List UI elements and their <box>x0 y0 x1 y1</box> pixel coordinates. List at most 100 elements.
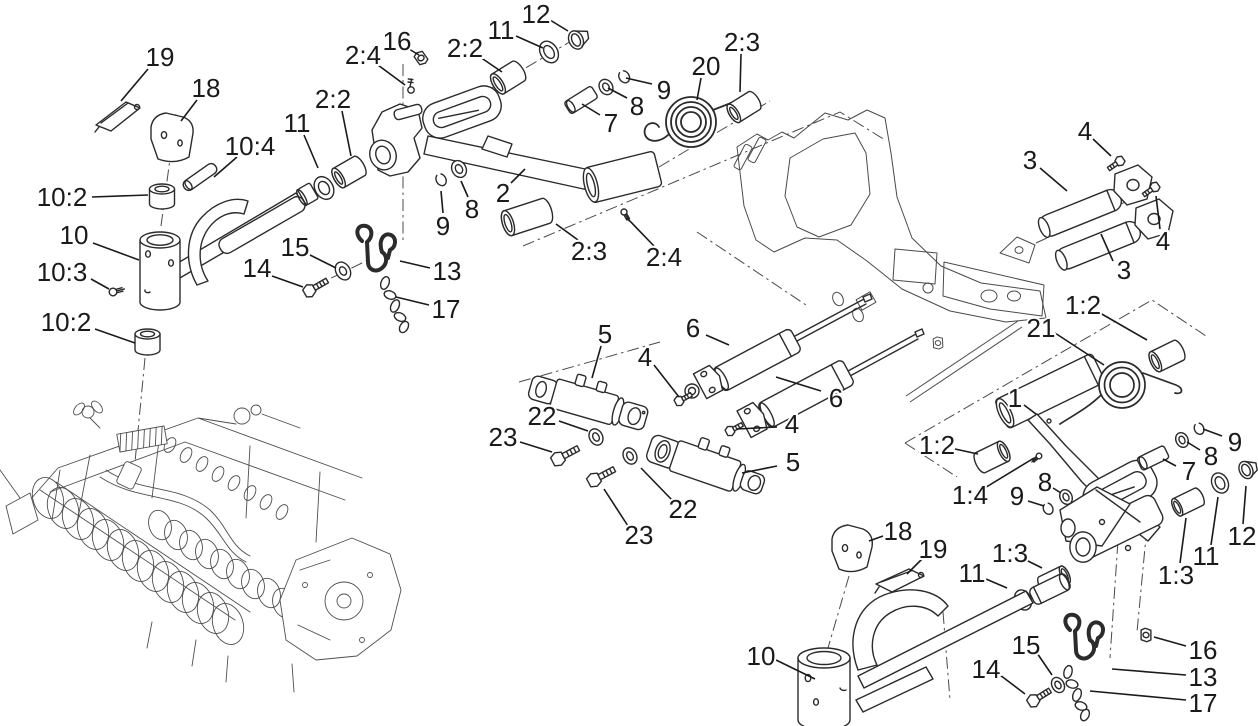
part-callout-18-49: 18 <box>884 516 913 546</box>
part-callout-11-52: 11 <box>959 558 986 588</box>
part-callout-16-62: 16 <box>1189 635 1218 665</box>
arm-tube-2 <box>582 150 663 204</box>
clip-pin-19 <box>874 568 925 594</box>
leader-line-21-33 <box>1054 332 1105 366</box>
part-callout-10-2-3: 10:2 <box>37 182 88 212</box>
cylinder-bolt <box>585 466 617 488</box>
leader-line-2-2-18 <box>479 56 503 73</box>
bushing-2-3-right <box>726 90 762 124</box>
part-callout-21-33: 21 <box>1027 313 1056 343</box>
part-callout-1-2-32: 1:2 <box>1065 290 1101 320</box>
leader-line-12-20 <box>549 19 569 32</box>
part-callout-8-38: 8 <box>1038 467 1052 497</box>
leader-line-2-4-27 <box>626 217 655 247</box>
leader-line-7-55 <box>1162 458 1177 467</box>
leader-line-2-3-26 <box>555 223 579 241</box>
part-callout-6-42: 6 <box>829 383 843 413</box>
part-callout-18-1: 18 <box>192 73 221 103</box>
part-callout-2-2-14: 2:2 <box>315 84 351 114</box>
part-callout-14-60: 14 <box>972 654 1001 684</box>
leader-line-13-9 <box>399 260 431 269</box>
leader-line-1-3-58 <box>1179 517 1187 564</box>
part-callout-9-23: 9 <box>657 75 671 105</box>
leader-line-19-50 <box>906 557 924 575</box>
roll-pin-10-4 <box>182 162 218 192</box>
part-callout-19-0: 19 <box>146 42 175 72</box>
leader-line-7-21 <box>581 103 601 116</box>
lift-pins <box>1037 155 1174 271</box>
part-callout-2-4-16: 2:4 <box>345 40 381 70</box>
leader-line-8-54 <box>1186 441 1201 451</box>
part-callout-12-20: 12 <box>522 0 551 29</box>
cylinder-bolt <box>549 445 581 467</box>
post-arm <box>857 590 1034 689</box>
leader-line-2-3-25 <box>739 53 742 93</box>
lift-post-10 <box>139 239 181 311</box>
lift-post-lower-assembly <box>797 524 1152 726</box>
coil-reel-front <box>31 477 245 645</box>
retainer-hook-13 <box>355 223 397 273</box>
snap-ring-9 <box>618 70 631 84</box>
leader-line-11-19 <box>515 35 544 49</box>
washer-11 <box>1210 472 1230 494</box>
leader-line-23-45 <box>519 441 553 453</box>
lynch-pin-12 <box>1238 460 1258 480</box>
leader-line-1-2-35 <box>954 448 979 455</box>
part-callout-2-4-27: 2:4 <box>646 242 682 272</box>
leader-line-6-41 <box>705 334 730 346</box>
part-callout-7-55: 7 <box>1182 456 1196 486</box>
damper-screw <box>724 421 745 437</box>
leader-line-8-12 <box>460 180 469 198</box>
arm-tube-1 <box>995 353 1105 429</box>
implement-machine <box>0 400 402 693</box>
part-callout-11-15: 11 <box>284 108 311 138</box>
torsion-spring-21 <box>1059 361 1183 425</box>
bushing-2-2 <box>331 155 367 189</box>
part-callout-16-17: 16 <box>383 26 412 56</box>
part-callout-3-31: 3 <box>1117 255 1131 285</box>
part-callout-10-3-5: 10:3 <box>37 257 88 287</box>
chain-17 <box>379 276 410 334</box>
washer-8 <box>450 159 468 179</box>
part-callout-13-63: 13 <box>1189 662 1218 692</box>
leader-line-10-2-3 <box>91 194 149 198</box>
pin-screw <box>1106 155 1126 172</box>
leader-line-22-44 <box>558 420 589 432</box>
part-callout-8-54: 8 <box>1204 441 1218 471</box>
flange-nut-16 <box>1140 627 1152 643</box>
leader-line-20-24 <box>696 77 702 101</box>
damper-upper <box>713 328 801 392</box>
chain-17 <box>1063 664 1091 722</box>
lynch-pin-12 <box>567 30 590 50</box>
damper-screw <box>673 391 694 407</box>
clip-pin-19 <box>94 101 141 133</box>
snap-ring-9 <box>1042 502 1054 515</box>
part-callout-4-43: 4 <box>785 409 799 439</box>
part-callout-15-8: 15 <box>281 232 310 262</box>
bushing-10-2-upper <box>148 183 176 210</box>
tractor-frame <box>733 109 1047 403</box>
part-callout-2-2-18: 2:2 <box>447 33 483 63</box>
set-screw-1-4 <box>1031 452 1043 463</box>
lift-arm-upper-assembly <box>369 30 762 237</box>
part-callout-10-4-2: 10:4 <box>225 131 276 161</box>
gearbox <box>279 537 402 661</box>
leader-line-16-17 <box>408 48 420 56</box>
bolt-14 <box>1025 687 1053 708</box>
cylinder-washer <box>588 428 604 446</box>
part-callout-3-28: 3 <box>1023 145 1037 175</box>
leader-line-10-2-6 <box>94 328 136 344</box>
leader-line-16-62 <box>1153 636 1187 647</box>
snap-ring-9 <box>435 173 447 187</box>
part-callout-10-59: 10 <box>747 641 776 671</box>
part-callout-1-3-58: 1:3 <box>1158 560 1194 590</box>
leader-line-9-53 <box>1202 428 1223 437</box>
part-callout-4-30: 4 <box>1156 226 1170 256</box>
part-callout-15-61: 15 <box>1012 630 1041 660</box>
post-handle-loop <box>187 198 249 286</box>
cylinder-upper <box>527 373 649 431</box>
leader-line-2-2-14 <box>341 110 352 157</box>
part-callout-23-45: 23 <box>489 422 518 452</box>
leader-line-13-63 <box>1111 668 1187 676</box>
